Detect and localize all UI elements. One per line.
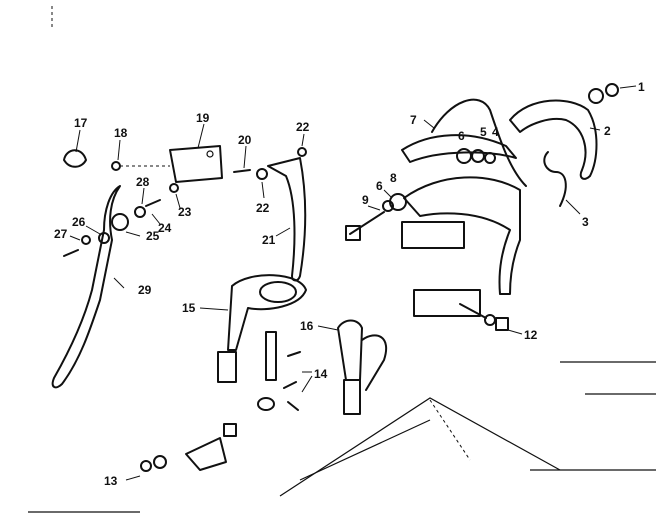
callout-1: 1 bbox=[638, 80, 645, 94]
part-4-nut bbox=[484, 152, 496, 164]
part-14-clamp bbox=[283, 381, 297, 389]
callout-29: 29 bbox=[138, 283, 152, 297]
callout-18: 18 bbox=[114, 126, 128, 140]
callout-22-lower: 22 bbox=[256, 201, 270, 215]
callout-14: 14 bbox=[314, 367, 328, 381]
callout-20: 20 bbox=[238, 133, 252, 147]
callout-9: 9 bbox=[362, 193, 369, 207]
part-14-clip bbox=[287, 351, 301, 357]
part-22-nut-lower bbox=[256, 168, 268, 180]
part-27-screw bbox=[63, 249, 79, 257]
lever-assembly bbox=[51, 145, 307, 389]
scan-lines bbox=[28, 6, 656, 513]
part-5-washer bbox=[471, 149, 485, 163]
callout-13: 13 bbox=[104, 474, 118, 488]
leader-lines bbox=[69, 85, 637, 481]
part-3-spring bbox=[543, 151, 567, 207]
part-6-washer-upper bbox=[456, 148, 472, 164]
callout-26: 26 bbox=[72, 215, 86, 229]
callout-25: 25 bbox=[146, 229, 160, 243]
callout-23: 23 bbox=[178, 205, 192, 219]
callout-28: 28 bbox=[136, 175, 150, 189]
callout-19: 19 bbox=[196, 111, 210, 125]
part-7-cable bbox=[431, 98, 527, 187]
part-14-nut bbox=[257, 397, 275, 411]
callout-17: 17 bbox=[74, 116, 88, 130]
callout-16: 16 bbox=[300, 319, 314, 333]
part-25-pivot-bushing bbox=[111, 213, 129, 231]
callout-6-upper: 6 bbox=[458, 129, 465, 143]
part-29-lever-blade bbox=[51, 185, 121, 389]
part-27-washer bbox=[81, 235, 91, 245]
part-22-nut-upper bbox=[297, 147, 307, 157]
callout-24: 24 bbox=[158, 221, 172, 235]
callout-3: 3 bbox=[582, 215, 589, 229]
part-8-spacer bbox=[382, 200, 394, 212]
caliper-assembly bbox=[345, 83, 619, 331]
part-19-lever-body bbox=[169, 145, 223, 183]
callout-2: 2 bbox=[604, 124, 611, 138]
part-7-yoke bbox=[401, 134, 517, 163]
part-1-washer bbox=[588, 88, 604, 104]
part-26-washer bbox=[98, 232, 110, 244]
part-20-screw bbox=[233, 169, 251, 173]
part-13-cable-stop bbox=[185, 437, 227, 471]
callout-5: 5 bbox=[480, 125, 487, 139]
callout-labels: 1 2 3 4 5 6 6 7 8 9 12 13 14 15 16 17 18… bbox=[54, 80, 645, 488]
part-14-anchor bbox=[287, 401, 299, 411]
callout-6-lower: 6 bbox=[376, 179, 383, 193]
part-15-adjuster bbox=[217, 351, 237, 383]
part-23-washer bbox=[169, 183, 179, 193]
part-16-hanger bbox=[337, 319, 363, 381]
hanger-assembly bbox=[140, 274, 387, 472]
brake-shoe-upper bbox=[401, 221, 465, 249]
part-16-adjuster bbox=[343, 379, 361, 415]
part-13-washer bbox=[153, 455, 167, 469]
callout-27: 27 bbox=[54, 227, 68, 241]
callout-7: 7 bbox=[410, 113, 417, 127]
callout-12: 12 bbox=[524, 328, 538, 342]
part-21-hand-lever bbox=[267, 157, 307, 282]
part-12-nut bbox=[495, 317, 509, 331]
brake-shoe-lower bbox=[413, 289, 481, 317]
part-28-nut bbox=[134, 206, 146, 218]
part-24-spring bbox=[145, 199, 161, 207]
part-13-end-nut bbox=[140, 460, 152, 472]
part-17-clip bbox=[63, 149, 87, 168]
part-13-nut bbox=[223, 423, 237, 437]
part-18-nut bbox=[111, 161, 121, 171]
callout-22-upper: 22 bbox=[296, 120, 310, 134]
callout-8: 8 bbox=[390, 171, 397, 185]
callout-4: 4 bbox=[492, 125, 499, 139]
part-9-pivot-bolt bbox=[349, 211, 385, 235]
shoe-washer bbox=[484, 314, 496, 326]
part-14-barrel bbox=[265, 331, 277, 381]
part-1-acorn-nut bbox=[605, 83, 619, 97]
callout-15: 15 bbox=[182, 301, 196, 315]
part-9-bolt-head bbox=[345, 225, 361, 241]
caliper-arm-front bbox=[403, 176, 521, 295]
part-2-caliper-arm-rear bbox=[509, 99, 598, 180]
shoe-bolt bbox=[459, 303, 487, 319]
callout-21: 21 bbox=[262, 233, 276, 247]
part-15-hanger bbox=[227, 274, 307, 351]
